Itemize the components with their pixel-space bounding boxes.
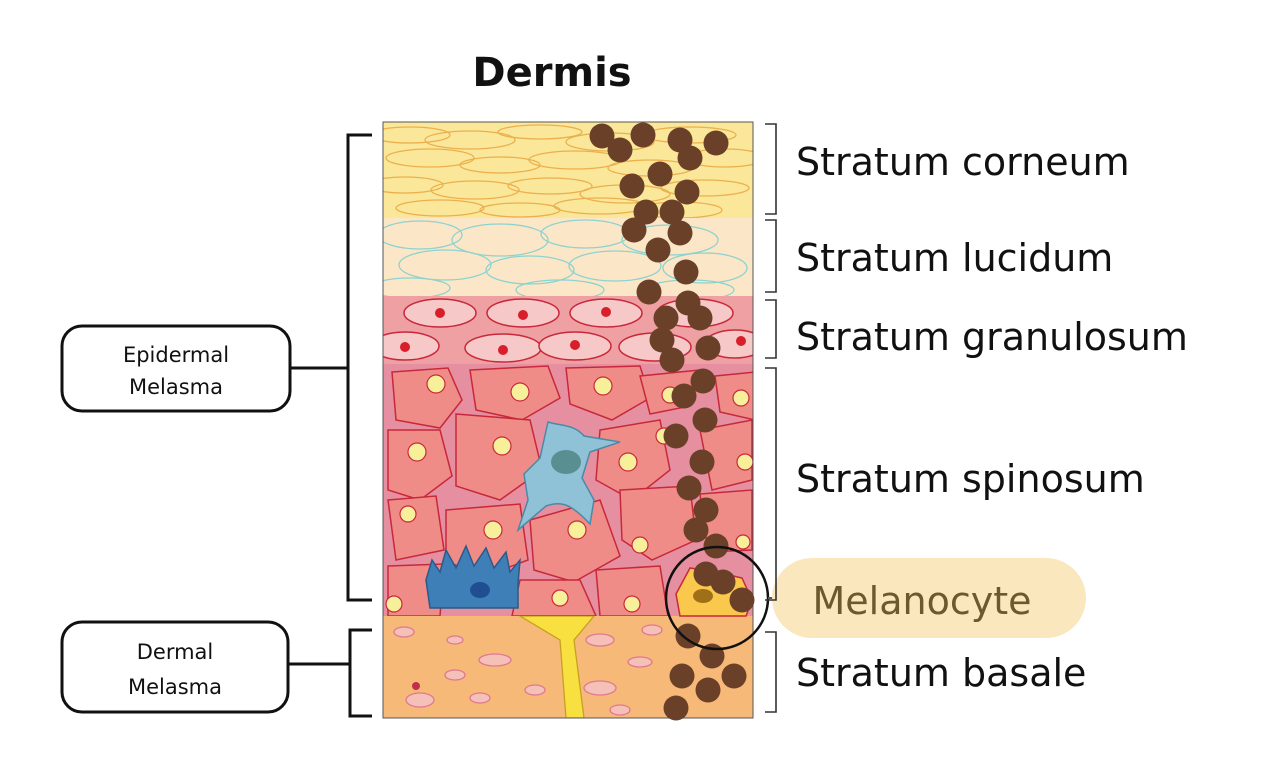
melanin-granule xyxy=(659,347,685,373)
melanin-granule xyxy=(695,335,721,361)
dermal-melasma-line1: Dermal xyxy=(137,640,214,664)
melanin-granule xyxy=(659,199,685,225)
label-stratum-granulosum: Stratum granulosum xyxy=(796,315,1188,359)
melanin-granule xyxy=(669,663,695,689)
layer-brackets xyxy=(765,123,777,713)
melanocyte-label: Melanocyte xyxy=(812,579,1031,623)
label-stratum-spinosum: Stratum spinosum xyxy=(796,457,1145,501)
melanin-granule xyxy=(633,199,659,225)
melanin-granule xyxy=(692,407,718,433)
melanin-granule xyxy=(676,475,702,501)
melanin-granule xyxy=(607,137,633,163)
melanin-granule xyxy=(703,130,729,156)
melanin-granule xyxy=(647,161,673,187)
melanin-granule xyxy=(695,677,721,703)
epidermal-melasma-line2: Melasma xyxy=(129,375,223,399)
melanin-granule xyxy=(687,305,713,331)
melanin-granule xyxy=(663,695,689,721)
melanin-granule xyxy=(589,123,615,149)
melanin-granule xyxy=(683,517,709,543)
label-stratum-basale: Stratum basale xyxy=(796,651,1086,695)
melanocyte-label-pill xyxy=(772,558,1086,638)
merkel-cell xyxy=(425,544,521,609)
melanin-granule xyxy=(636,279,662,305)
melanin-granule xyxy=(710,569,736,595)
label-stratum-lucidum: Stratum lucidum xyxy=(796,236,1113,280)
basale-texture xyxy=(393,616,663,718)
dermal-melasma-line2: Melasma xyxy=(128,675,222,699)
layer-stratum-lucidum xyxy=(383,218,753,296)
label-stratum-corneum: Stratum corneum xyxy=(796,140,1130,184)
epidermal-melasma-box xyxy=(60,324,292,413)
dermal-melasma-box xyxy=(60,620,290,714)
spinosum-cells xyxy=(385,365,753,616)
layer-stratum-corneum xyxy=(383,122,753,218)
melanin-granule xyxy=(677,145,703,171)
epidermal-melasma-line1: Epidermal xyxy=(123,343,229,367)
melanin-granule xyxy=(729,587,755,613)
melanin-granule xyxy=(721,663,747,689)
melanin-granule xyxy=(645,237,671,263)
melanin-granule xyxy=(690,368,716,394)
melanin-granule xyxy=(619,173,645,199)
melanin-granule xyxy=(653,305,679,331)
melanin-granule xyxy=(673,259,699,285)
langerhans-cell xyxy=(516,421,621,533)
melanin-granule xyxy=(674,179,700,205)
diagram-title: Dermis xyxy=(472,50,631,96)
melasma-brackets xyxy=(288,133,372,718)
skin-block-outline xyxy=(382,121,754,719)
melanin-granule xyxy=(621,217,647,243)
melanin-granule xyxy=(667,220,693,246)
melanin-granule xyxy=(630,122,656,148)
melanin-granule xyxy=(649,327,675,353)
melanin-granule xyxy=(663,423,689,449)
melanin-granule xyxy=(693,497,719,523)
melanin-granule xyxy=(671,383,697,409)
melanin-granule xyxy=(689,449,715,475)
melanin-granule xyxy=(675,623,701,649)
